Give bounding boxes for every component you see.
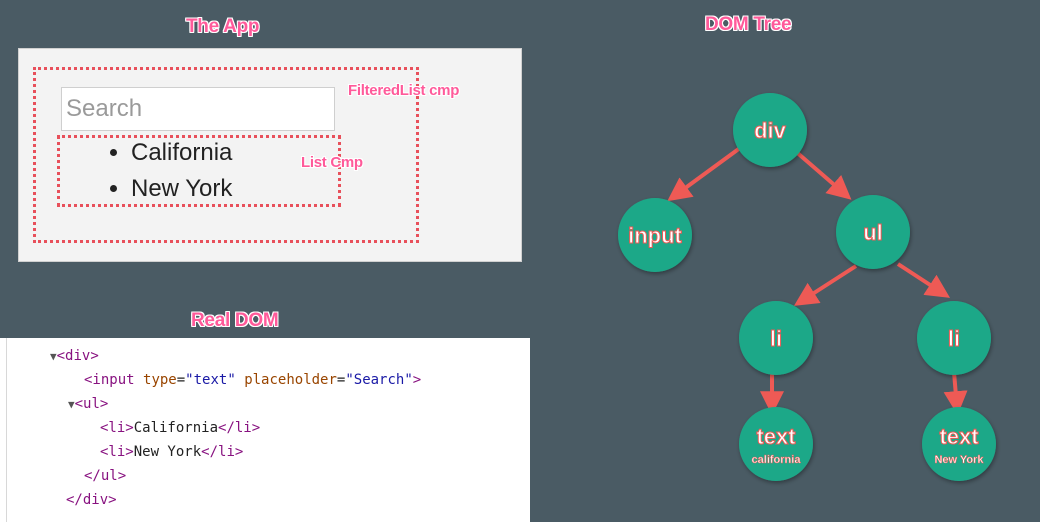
- svg-text:text: text: [756, 424, 796, 449]
- code-line-li-new-york: <li>New York</li>: [100, 444, 244, 460]
- svg-text:text: text: [939, 424, 979, 449]
- app-title: The App: [186, 16, 260, 37]
- code-line-ul-open: ▼<ul>: [68, 396, 109, 412]
- node-div: div: [733, 93, 807, 167]
- edge-div-input: [667, 146, 742, 202]
- code-gutter: [6, 338, 7, 522]
- code-line-li-california: <li>California</li>: [100, 420, 261, 436]
- tree-nodes: div input ul li li text california text …: [618, 93, 996, 481]
- search-input[interactable]: [61, 87, 335, 131]
- node-li-1: li: [739, 301, 813, 375]
- code-line-div-open: ▼<div>: [50, 348, 99, 364]
- node-text-new-york: text New York: [922, 407, 996, 481]
- svg-text:New York: New York: [934, 454, 984, 466]
- code-line-input: <input type="text" placeholder="Search">: [84, 372, 422, 388]
- collapse-triangle-icon[interactable]: ▼: [50, 350, 57, 363]
- node-li-2: li: [917, 301, 991, 375]
- collapse-triangle-icon[interactable]: ▼: [68, 398, 75, 411]
- edge-ul-li-1: [793, 264, 858, 306]
- list-label: List Cmp: [301, 154, 363, 171]
- svg-text:input: input: [628, 223, 682, 248]
- edge-li-2-text-2: [943, 371, 968, 416]
- svg-text:california: california: [752, 454, 802, 466]
- city-list: California New York: [109, 135, 232, 207]
- node-text-california: text california: [739, 407, 813, 481]
- filtered-list-label: FilteredList cmp: [348, 82, 460, 99]
- dom-tree-title: DOM Tree: [705, 14, 792, 35]
- edge-ul-li-2: [896, 262, 951, 298]
- edge-div-ul: [792, 148, 852, 200]
- app-preview-panel: California New York: [18, 48, 522, 262]
- node-input: input: [618, 198, 692, 272]
- real-dom-title: Real DOM: [191, 310, 279, 331]
- svg-text:ul: ul: [863, 220, 883, 245]
- code-line-ul-close: </ul>: [84, 468, 127, 484]
- list-item-california: California: [131, 135, 232, 171]
- real-dom-code-panel: ▼<div> <input type="text" placeholder="S…: [0, 338, 530, 522]
- svg-text:div: div: [754, 118, 787, 143]
- tree-edges: [667, 146, 968, 416]
- node-ul: ul: [836, 195, 910, 269]
- svg-text:li: li: [948, 326, 960, 351]
- code-line-div-close: </div>: [66, 492, 117, 508]
- filtered-list-outline: [33, 67, 419, 243]
- list-item-new-york: New York: [131, 171, 232, 207]
- list-outline: [57, 135, 341, 207]
- svg-text:li: li: [770, 326, 782, 351]
- dom-tree-diagram: div input ul li li text california text …: [618, 93, 996, 481]
